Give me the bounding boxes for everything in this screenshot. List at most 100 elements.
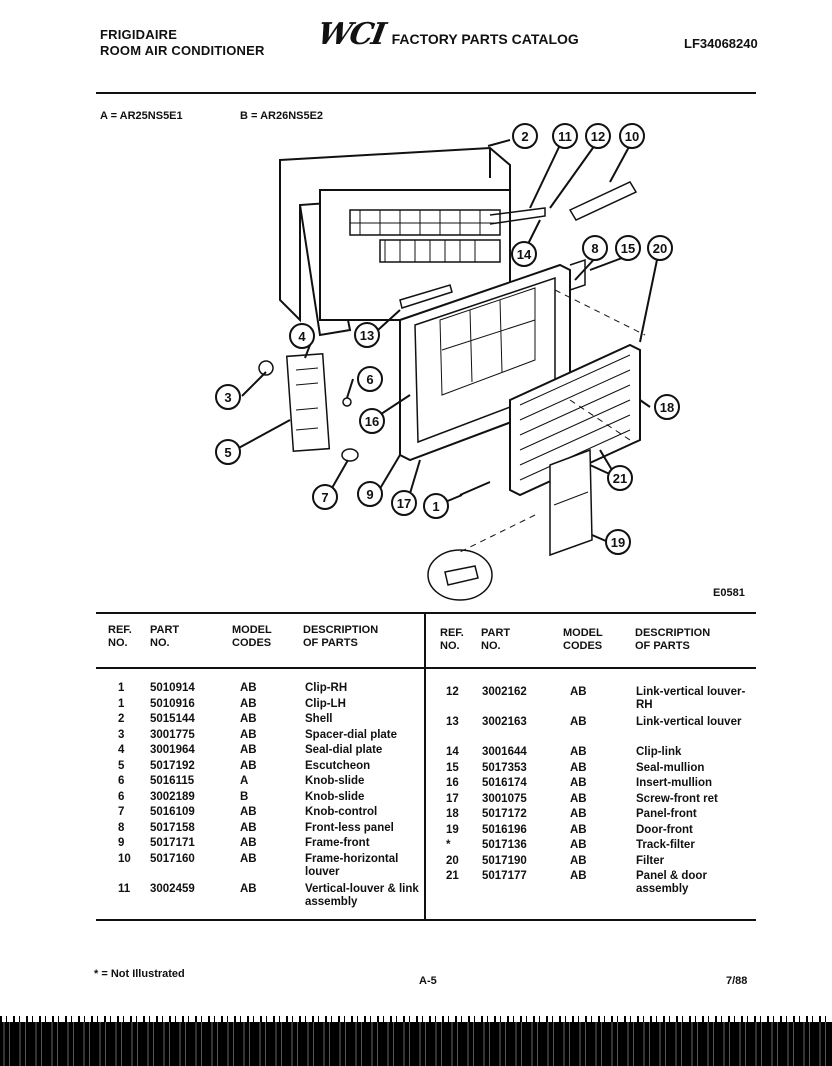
- table-cell-model: B: [240, 790, 249, 803]
- catalog-title: FACTORY PARTS CATALOG: [391, 31, 579, 47]
- frame-horizontal-louver-part: [568, 181, 638, 221]
- table-cell-ref: 20: [446, 854, 459, 867]
- table-cell-part: 5016115: [150, 775, 195, 787]
- table-divider: [424, 614, 426, 919]
- model-a: A = AR25NS5E1: [100, 110, 183, 122]
- svg-text:9: 9: [366, 487, 373, 502]
- callout-3: 3: [215, 384, 241, 410]
- table-cell-part: 5017192: [150, 759, 195, 772]
- exploded-parts-diagram: 2 11 12 10 14 8 15 20 13 4 3 6 16 5 18 7…: [215, 123, 680, 601]
- table-cell-model: AB: [570, 854, 587, 867]
- table-cell-desc: Spacer-dial plate: [305, 728, 398, 741]
- callout-5: 5: [215, 439, 241, 465]
- svg-text:5: 5: [224, 445, 231, 460]
- svg-text:19: 19: [611, 535, 625, 550]
- header-model-left: MODEL CODES: [232, 624, 272, 649]
- table-cell-ref: 21: [446, 870, 459, 882]
- table-cell-part: 5016109: [150, 806, 195, 818]
- table-cell-part: 3001075: [482, 792, 527, 805]
- escutcheon-part: [285, 353, 331, 452]
- footnote: * = Not Illustrated: [94, 968, 185, 980]
- table-cell-model: AB: [240, 821, 257, 834]
- table-cell-ref: 17: [446, 792, 459, 805]
- product-name: ROOM AIR CONDITIONER: [100, 43, 265, 58]
- table-cell-desc: Seal-mullion: [636, 761, 705, 774]
- print-date: 7/88: [726, 975, 748, 987]
- table-cell-ref: 1: [118, 697, 125, 710]
- header-ref-right: REF. NO.: [440, 627, 464, 652]
- header-ref-left: REF. NO.: [108, 624, 132, 649]
- panel-front-part: [509, 343, 641, 497]
- table-cell-ref: 1: [118, 682, 125, 694]
- table-bottom-rule: [96, 919, 756, 921]
- table-cell-part: 5016196: [482, 823, 527, 836]
- svg-text:17: 17: [397, 496, 411, 511]
- table-cell-desc: Seal-dial plate: [305, 744, 383, 756]
- table-cell-part: 5015144: [150, 713, 195, 725]
- table-cell-part: 3001964: [150, 744, 195, 756]
- callout-20: 20: [647, 235, 673, 261]
- table-cell-ref: 5: [118, 759, 125, 772]
- table-cell-model: AB: [240, 713, 257, 725]
- table-cell-part: 3002163: [482, 716, 527, 728]
- svg-text:21: 21: [613, 471, 627, 486]
- table-cell-ref: 18: [446, 808, 459, 820]
- table-cell-ref: 6: [118, 775, 125, 787]
- header-part-left: PART NO.: [150, 624, 180, 649]
- table-cell-model: AB: [570, 792, 587, 805]
- svg-text:11: 11: [558, 129, 572, 144]
- table-cell-part: 5017177: [482, 870, 527, 882]
- table-cell-desc: Screw-front ret: [636, 792, 718, 805]
- header-rule: [96, 92, 756, 94]
- svg-text:2: 2: [521, 129, 528, 144]
- table-cell-ref: 8: [118, 821, 125, 834]
- table-cell-part: 5017136: [482, 839, 527, 851]
- table-cell-ref: 2: [118, 713, 125, 725]
- callout-18: 18: [654, 394, 680, 420]
- table-cell-model: AB: [570, 716, 587, 728]
- table-cell-ref: 15: [446, 761, 459, 774]
- table-cell-part: 3002162: [482, 686, 527, 698]
- callout-19: 19: [605, 529, 631, 555]
- callout-9: 9: [357, 481, 383, 507]
- page-number: A-5: [419, 975, 437, 987]
- table-cell-ref: 7: [118, 806, 125, 818]
- table-cell-ref: 3: [118, 728, 125, 741]
- table-cell-desc: Knob-slide: [305, 775, 365, 787]
- table-cell-desc: Vertical-louver & link assembly: [305, 882, 419, 908]
- table-cell-model: AB: [240, 837, 257, 849]
- table-cell-model: AB: [240, 852, 257, 865]
- table-cell-model: AB: [570, 808, 587, 820]
- table-cell-desc: Clip-RH: [305, 682, 348, 694]
- table-cell-part: 3001644: [482, 746, 527, 758]
- table-cell-desc: Knob-slide: [305, 790, 365, 803]
- table-cell-model: AB: [570, 746, 587, 758]
- header-part-right: PART NO.: [481, 627, 511, 652]
- svg-text:6: 6: [366, 372, 373, 387]
- svg-text:4: 4: [298, 329, 306, 344]
- document-number: LF34068240: [684, 36, 758, 51]
- table-cell-ref: 12: [446, 686, 459, 698]
- table-cell-part: 3002189: [150, 790, 195, 803]
- svg-text:10: 10: [625, 129, 639, 144]
- header-model-right: MODEL CODES: [563, 627, 603, 652]
- table-cell-part: 5017190: [482, 854, 527, 867]
- table-cell-ref: 4: [118, 744, 125, 756]
- table-cell-desc: Panel-front: [636, 808, 697, 820]
- table-cell-model: AB: [240, 882, 257, 895]
- table-cell-model: AB: [240, 682, 257, 694]
- table-cell-ref: 10: [118, 852, 131, 865]
- callout-12: 12: [585, 123, 611, 149]
- svg-text:18: 18: [660, 400, 674, 415]
- callout-17: 17: [391, 490, 417, 516]
- callout-2: 2: [512, 123, 538, 149]
- svg-text:14: 14: [517, 247, 532, 262]
- scan-artifact-band: [0, 1016, 832, 1024]
- diagram-code: E0581: [713, 587, 745, 599]
- callout-15: 15: [615, 235, 641, 261]
- table-cell-ref: 11: [118, 882, 131, 895]
- callout-11: 11: [552, 123, 578, 149]
- table-cell-desc: Frame-horizontal louver: [305, 852, 399, 878]
- table-cell-ref: 16: [446, 777, 459, 789]
- table-cell-part: 5010914: [150, 682, 195, 694]
